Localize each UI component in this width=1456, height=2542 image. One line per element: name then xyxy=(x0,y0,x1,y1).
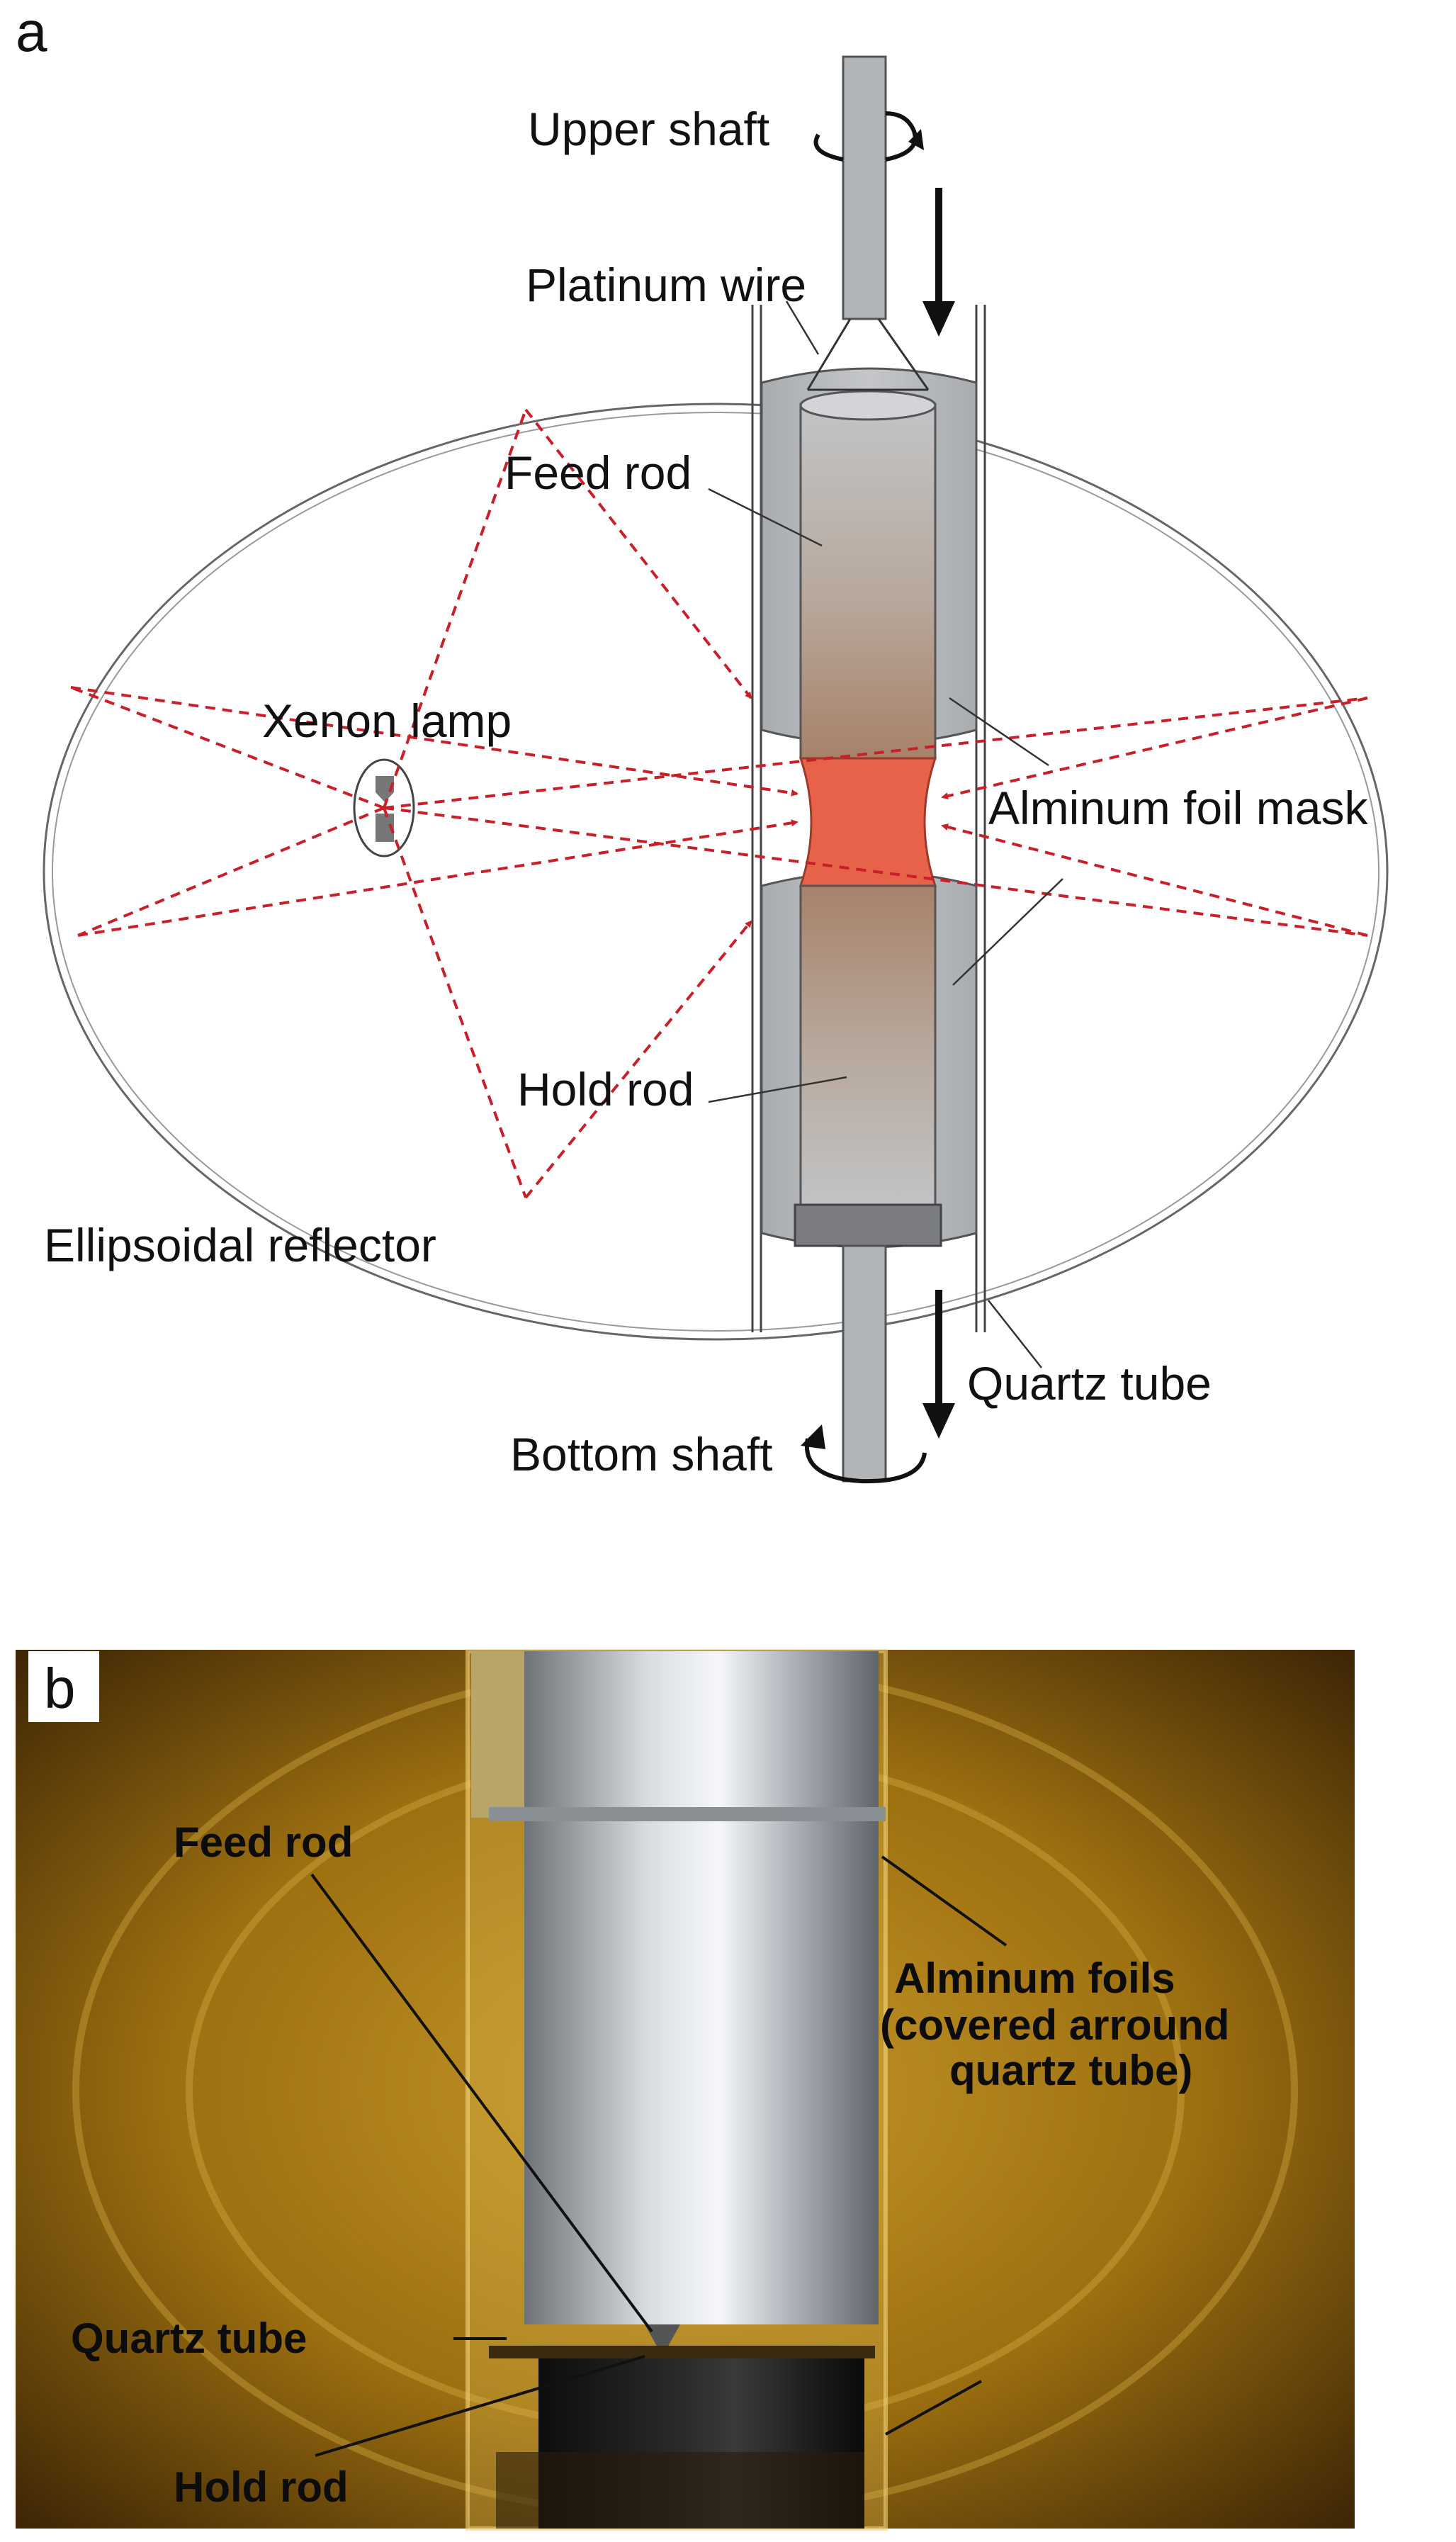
photo-label-aluminum-foils-3: quartz tube) xyxy=(949,2047,1192,2094)
photo-label-feed-rod: Feed rod xyxy=(174,1818,353,1866)
light-rays xyxy=(70,408,1368,1199)
label-upper-shaft: Upper shaft xyxy=(528,103,769,155)
down-arrow-lower xyxy=(922,1290,955,1439)
panel-b-letter-box xyxy=(28,1651,99,1722)
upper-rotation-arrow xyxy=(813,111,918,162)
feed-rod-top xyxy=(799,390,937,421)
label-ellipsoidal-reflector: Ellipsoidal reflector xyxy=(44,1219,436,1271)
ellipsoidal-reflector-shape xyxy=(43,403,1389,1341)
hold-rod-base xyxy=(794,1203,942,1247)
molten-zone-shape xyxy=(798,757,937,887)
photo-label-aluminum-foils-2: (covered arround xyxy=(880,2001,1229,2049)
label-aluminum-foil-mask: Alminum foil mask xyxy=(988,782,1368,834)
feed-rod-shape xyxy=(799,403,937,760)
photo-hold-rod-lower xyxy=(496,2452,864,2529)
xenon-lamp-shape xyxy=(353,758,415,857)
label-feed-rod: Feed rod xyxy=(504,446,692,499)
down-arrow-upper xyxy=(922,188,955,337)
upper-shaft-shape xyxy=(842,55,887,320)
bottom-shaft-shape xyxy=(842,1244,887,1483)
label-hold-rod: Hold rod xyxy=(517,1063,694,1115)
panel-a-letter: a xyxy=(16,0,47,63)
label-xenon-lamp: Xenon lamp xyxy=(262,694,512,747)
panel-a: a xyxy=(16,0,1389,1484)
bottom-rotation-arrow xyxy=(804,1438,927,1484)
photo-label-quartz-tube: Quartz tube xyxy=(71,2315,307,2362)
photo-label-aluminum-foils-1: Alminum foils xyxy=(894,1955,1175,2002)
panel-b: b Feed rod Quartz tube Alminum foils (co… xyxy=(16,1649,1355,2531)
label-platinum-wire: Platinum wire xyxy=(526,259,806,311)
photo-hold-rod-rim xyxy=(489,2346,875,2358)
photo-foil-band xyxy=(489,1807,886,1821)
platinum-wire-shape xyxy=(806,318,930,391)
hold-rod-shape xyxy=(799,884,937,1213)
leader-lines-a xyxy=(708,300,1063,1368)
upper-rotation-head xyxy=(908,129,924,150)
photo-feed-rod-tip xyxy=(645,2324,680,2356)
photo-foil-main xyxy=(524,1651,879,2324)
ellipsoidal-reflector-inner xyxy=(52,412,1379,1332)
bottom-rotation-head xyxy=(801,1424,825,1449)
label-quartz-tube: Quartz tube xyxy=(967,1357,1212,1410)
leader-lines-b xyxy=(310,1855,1008,2457)
label-bottom-shaft: Bottom shaft xyxy=(510,1428,773,1480)
photo-label-hold-rod: Hold rod xyxy=(174,2463,349,2511)
panel-b-letter: b xyxy=(44,1657,76,1720)
